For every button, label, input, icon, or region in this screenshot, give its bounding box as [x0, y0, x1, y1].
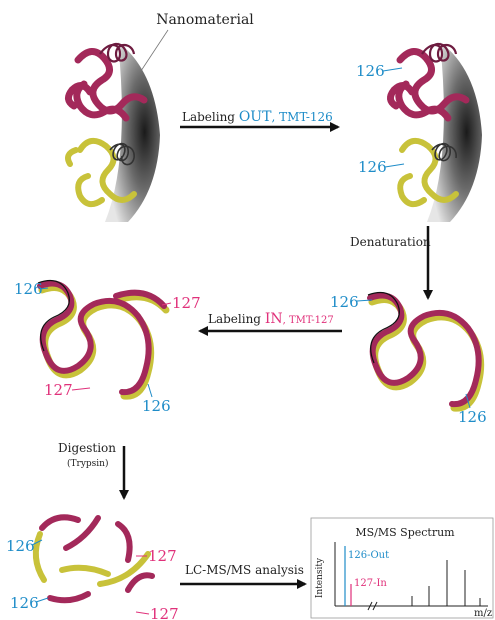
tag-127-left-right: 127: [172, 294, 201, 312]
tag-126-top-olive: 126: [358, 158, 387, 176]
denatured-protein-left: [38, 281, 166, 397]
tag-127-peptide-bottom-line: [136, 612, 149, 614]
tag-126-peptide-top: 126: [6, 537, 35, 555]
protein-on-nanomaterial-right: [390, 42, 482, 222]
protein-on-nanomaterial-left: [68, 42, 160, 222]
peptide-fragment-8: [50, 594, 88, 600]
denatured-protein-right: [368, 293, 481, 409]
peptide-fragment-5: [118, 524, 130, 560]
peptide-fragment-7: [128, 575, 152, 590]
tag-126-left-bottom-line: [148, 384, 152, 397]
tag-126-right-top: 126: [330, 293, 359, 311]
spectrum-title: MS/MS Spectrum: [355, 526, 455, 539]
digested-peptides: [36, 517, 152, 600]
legend-127-in: 127-In: [354, 578, 387, 589]
tag-126-top-magenta-line: [383, 68, 402, 71]
tag-127-left-bottom-line: [72, 388, 90, 390]
tag-126-peptide-bottom: 126: [10, 594, 39, 612]
labeling-in-label: Labeling IN, TMT-127: [208, 311, 334, 327]
spectrum-xlabel: m/z: [474, 608, 492, 619]
labeling-in-keyword: IN: [265, 311, 283, 327]
tag-126-right-bottom: 126: [458, 408, 487, 426]
legend-126-out: 126-Out: [348, 550, 389, 561]
peptide-fragment-1: [42, 517, 78, 528]
msms-spectrum-panel: MS/MS Spectrum Intensity m/z 126-Out 127…: [311, 518, 493, 619]
tag-127-peptide-bottom: 127: [150, 605, 179, 620]
digestion-sublabel: (Trypsin): [67, 458, 108, 469]
tag-126-left-top: 126: [14, 280, 43, 298]
labeling-out-label: Labeling OUT, TMT-126: [182, 109, 333, 125]
tag-126-left-bottom: 126: [142, 397, 171, 415]
labeling-in-suffix: , TMT-127: [283, 315, 334, 326]
denaturation-label: Denaturation: [350, 235, 431, 249]
tag-126-top-olive-line: [385, 164, 404, 167]
nanomaterial-title: Nanomaterial: [156, 12, 254, 28]
lcms-label: LC-MS/MS analysis: [185, 563, 304, 577]
peptide-fragment-4: [62, 568, 108, 574]
denatured-ribbon-right: [370, 296, 479, 405]
digestion-label: Digestion: [58, 441, 116, 455]
spectrum-ylabel: Intensity: [315, 557, 325, 598]
labeling-out-suffix: , TMT-126: [271, 110, 332, 124]
labeling-out-prefix: Labeling: [182, 110, 239, 124]
tag-126-top-magenta: 126: [356, 62, 385, 80]
labeling-in-prefix: Labeling: [208, 312, 265, 326]
tag-127-peptide-right: 127: [148, 547, 177, 565]
tag-127-left-bottom: 127: [44, 381, 73, 399]
labeling-out-keyword: OUT: [239, 109, 272, 125]
peptide-fragment-3: [66, 518, 98, 548]
